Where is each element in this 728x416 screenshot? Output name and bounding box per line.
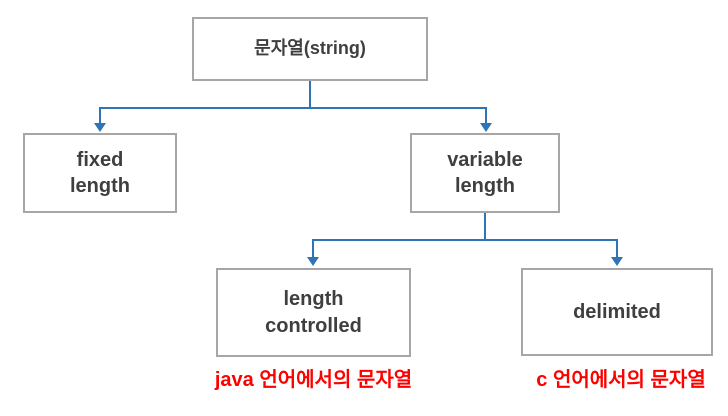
node-delimited: delimited bbox=[521, 268, 713, 356]
connector-to-delimited bbox=[616, 239, 618, 258]
arrow-down-icon bbox=[611, 257, 623, 266]
node-string-root: 문자열(string) bbox=[192, 17, 428, 81]
connector-level1-crossbar bbox=[99, 107, 487, 109]
connector-to-length-ctrl bbox=[312, 239, 314, 258]
arrow-down-icon bbox=[94, 123, 106, 132]
node-fixed-length: fixed length bbox=[23, 133, 177, 213]
connector-to-variable bbox=[485, 107, 487, 124]
connector-root-stem bbox=[309, 81, 311, 109]
connector-to-fixed bbox=[99, 107, 101, 124]
node-length-controlled: length controlled bbox=[216, 268, 411, 357]
connector-level2-crossbar bbox=[312, 239, 618, 241]
node-variable-length: variable length bbox=[410, 133, 560, 213]
annotation-java-string: java 언어에서의 문자열 bbox=[214, 369, 413, 391]
arrow-down-icon bbox=[307, 257, 319, 266]
arrow-down-icon bbox=[480, 123, 492, 132]
connector-variable-stem bbox=[484, 213, 486, 241]
annotation-c-string: c 언어에서의 문자열 bbox=[536, 369, 706, 391]
